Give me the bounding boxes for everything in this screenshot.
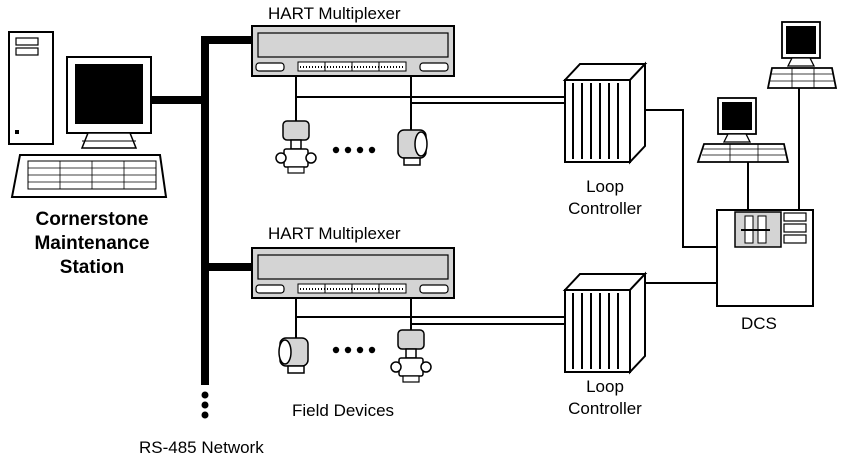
station-label-line: Maintenance — [34, 232, 150, 254]
field-device-dots — [332, 146, 376, 154]
mux-bottom-label: HART Multiplexer — [268, 224, 401, 243]
temperature-transmitter-icon — [278, 337, 309, 374]
field-devices-label: Field Devices — [292, 401, 395, 420]
field-device-dots — [332, 346, 376, 354]
station-label-line: Cornerstone — [35, 209, 149, 230]
network-continuation-dots — [201, 391, 209, 419]
loop-controller-label-line: Controller — [568, 399, 642, 419]
station-label-line: Station — [59, 256, 125, 278]
loop-controller-cabinet-icon — [562, 61, 648, 165]
maintenance-station — [8, 31, 168, 198]
mux-top-label: HART Multiplexer — [268, 4, 401, 23]
loop-controller-top-label: Loop Controller — [545, 176, 665, 220]
keyboard-icon — [10, 154, 168, 198]
loop-controller-label-line: Loop — [586, 177, 624, 196]
desktop-computer-icon — [8, 31, 54, 145]
crt-monitor-icon — [66, 56, 152, 149]
loop-controller-label-line: Loop — [586, 377, 624, 396]
workstation-icon — [766, 21, 838, 89]
bottom-field-wiring — [295, 298, 565, 338]
temperature-transmitter-icon — [397, 129, 428, 166]
loop-controller-cabinet-icon — [562, 271, 648, 375]
loop-controller-label-line: Controller — [568, 199, 642, 219]
dcs-cabinet-icon — [716, 209, 814, 307]
station-label: Cornerstone Maintenance Station — [2, 208, 182, 279]
hart-multiplexer-icon — [251, 25, 455, 77]
top-field-wiring — [295, 76, 565, 130]
workstation-icon — [696, 97, 790, 163]
pressure-transmitter-icon — [390, 329, 432, 383]
dcs-label: DCS — [741, 314, 777, 333]
pressure-transmitter-icon — [275, 120, 317, 174]
loop-controller-bottom-label: Loop Controller — [545, 376, 665, 420]
hart-multiplexer-icon — [251, 247, 455, 299]
network-label: RS-485 Network — [139, 438, 264, 457]
dcs-links — [645, 88, 800, 284]
